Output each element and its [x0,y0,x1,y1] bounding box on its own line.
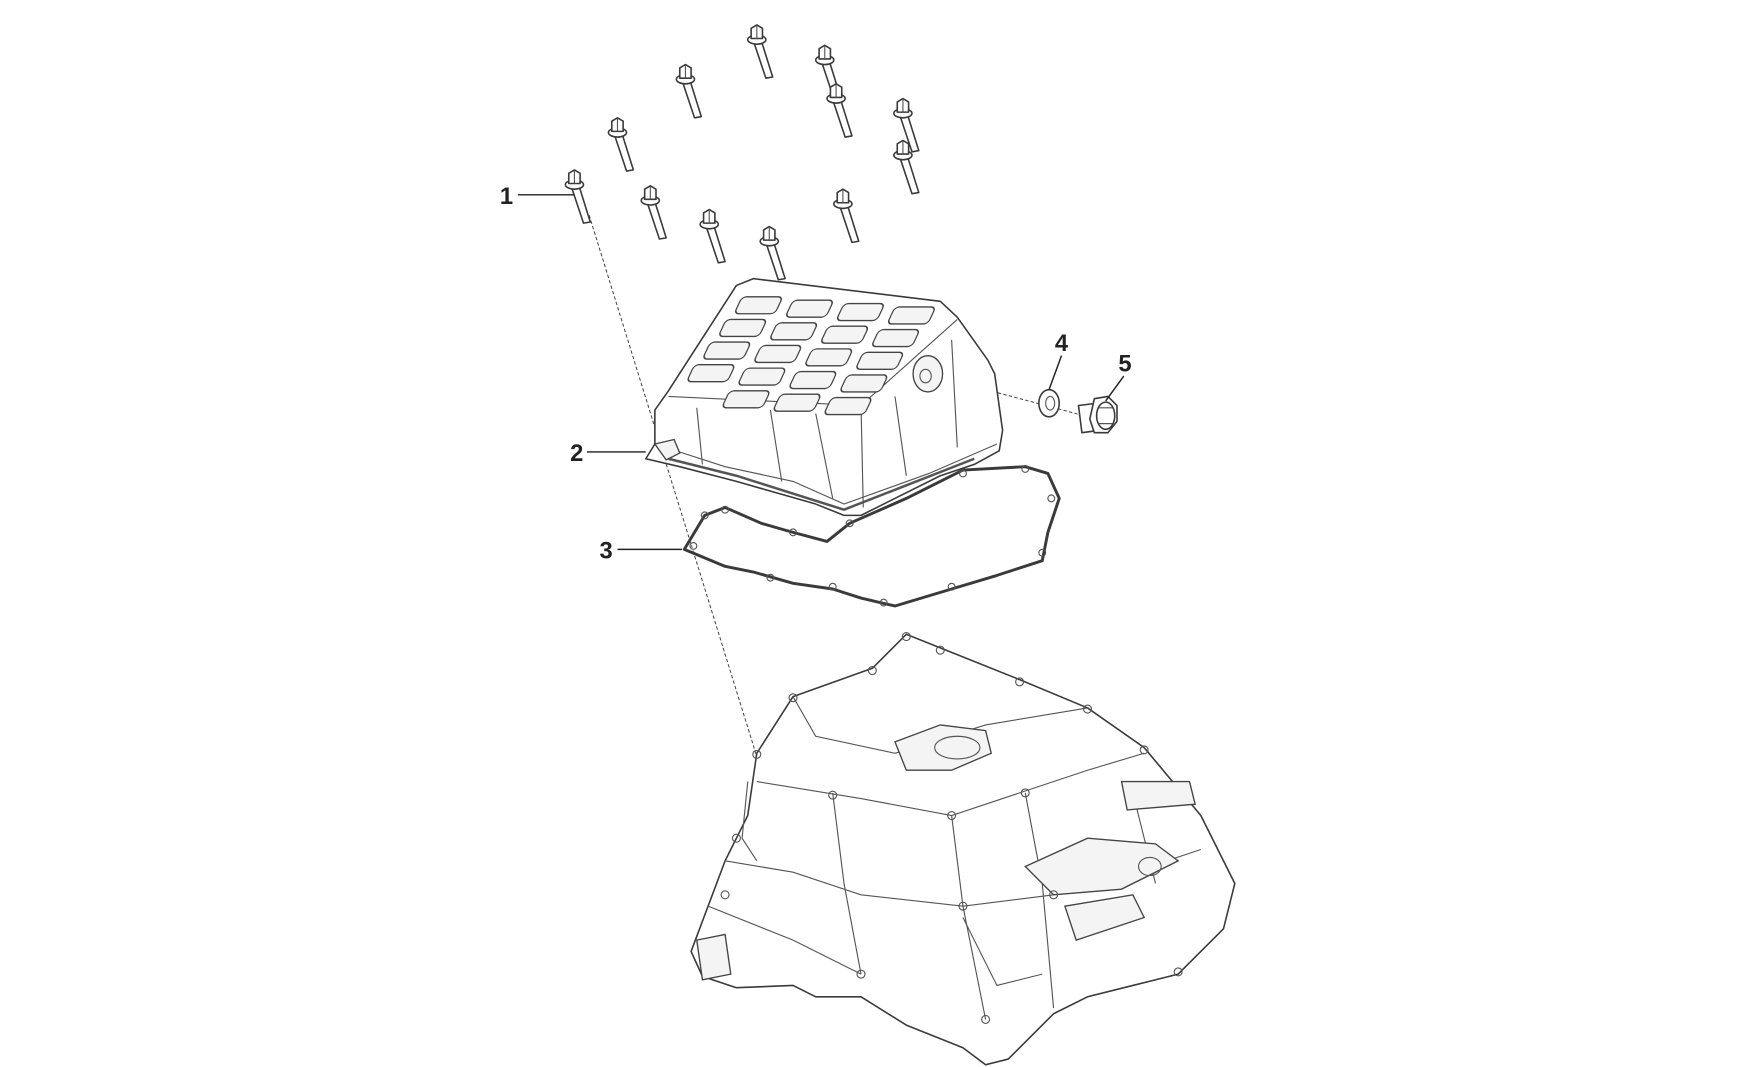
bolt [833,188,860,244]
bolt [675,63,703,119]
callout-label: 1 [500,183,513,210]
bolt [699,208,726,264]
callout-label: 5 [1118,351,1131,378]
pan-rib-cell [687,364,735,383]
drain-boss [912,354,944,393]
pan-rib-cell [821,325,869,344]
alignment-line [588,215,758,757]
bolt [893,139,920,195]
callout-3[interactable]: 3 [600,537,683,564]
pan-rib-cell [735,296,782,315]
pan-rib-cell [722,390,770,409]
bolt [759,225,786,281]
pan-rib-cell [824,396,872,416]
callout-1[interactable]: 1 [500,183,575,210]
pan-rib-cell [703,341,751,360]
bolt [564,169,592,224]
pan-rib-cell [840,374,888,393]
callout-label: 3 [600,537,613,564]
crankcase [690,632,1236,1066]
bolt [640,184,667,240]
bolt [893,97,920,153]
bolt [826,83,853,138]
gasket [682,464,1061,608]
bolt [746,24,774,79]
pan-rib-cell [789,370,837,390]
oil-pan [645,277,1004,517]
pan-rib-cell [836,302,884,322]
pan-rib-cell [719,318,767,338]
bolt-group [564,24,920,281]
pan-rib-cell [856,351,904,370]
callout-2[interactable]: 2 [570,440,646,467]
pan-rib-cell [770,322,818,341]
drain-plug [1077,395,1118,434]
pan-rib-cell [805,348,853,367]
pan-rib-cell [773,393,821,412]
pan-rib-cell [872,328,920,348]
callout-4[interactable]: 4 [1048,330,1069,390]
bolt [607,117,635,172]
callout-label: 4 [1055,330,1069,357]
callout-5[interactable]: 5 [1105,351,1132,402]
pan-rib-cell [738,367,786,386]
pan-rib-cell [786,299,833,318]
callout-label: 2 [570,440,583,467]
pan-rib-cell [754,344,802,364]
washer [1038,388,1061,418]
pan-rib-cell [887,306,935,325]
